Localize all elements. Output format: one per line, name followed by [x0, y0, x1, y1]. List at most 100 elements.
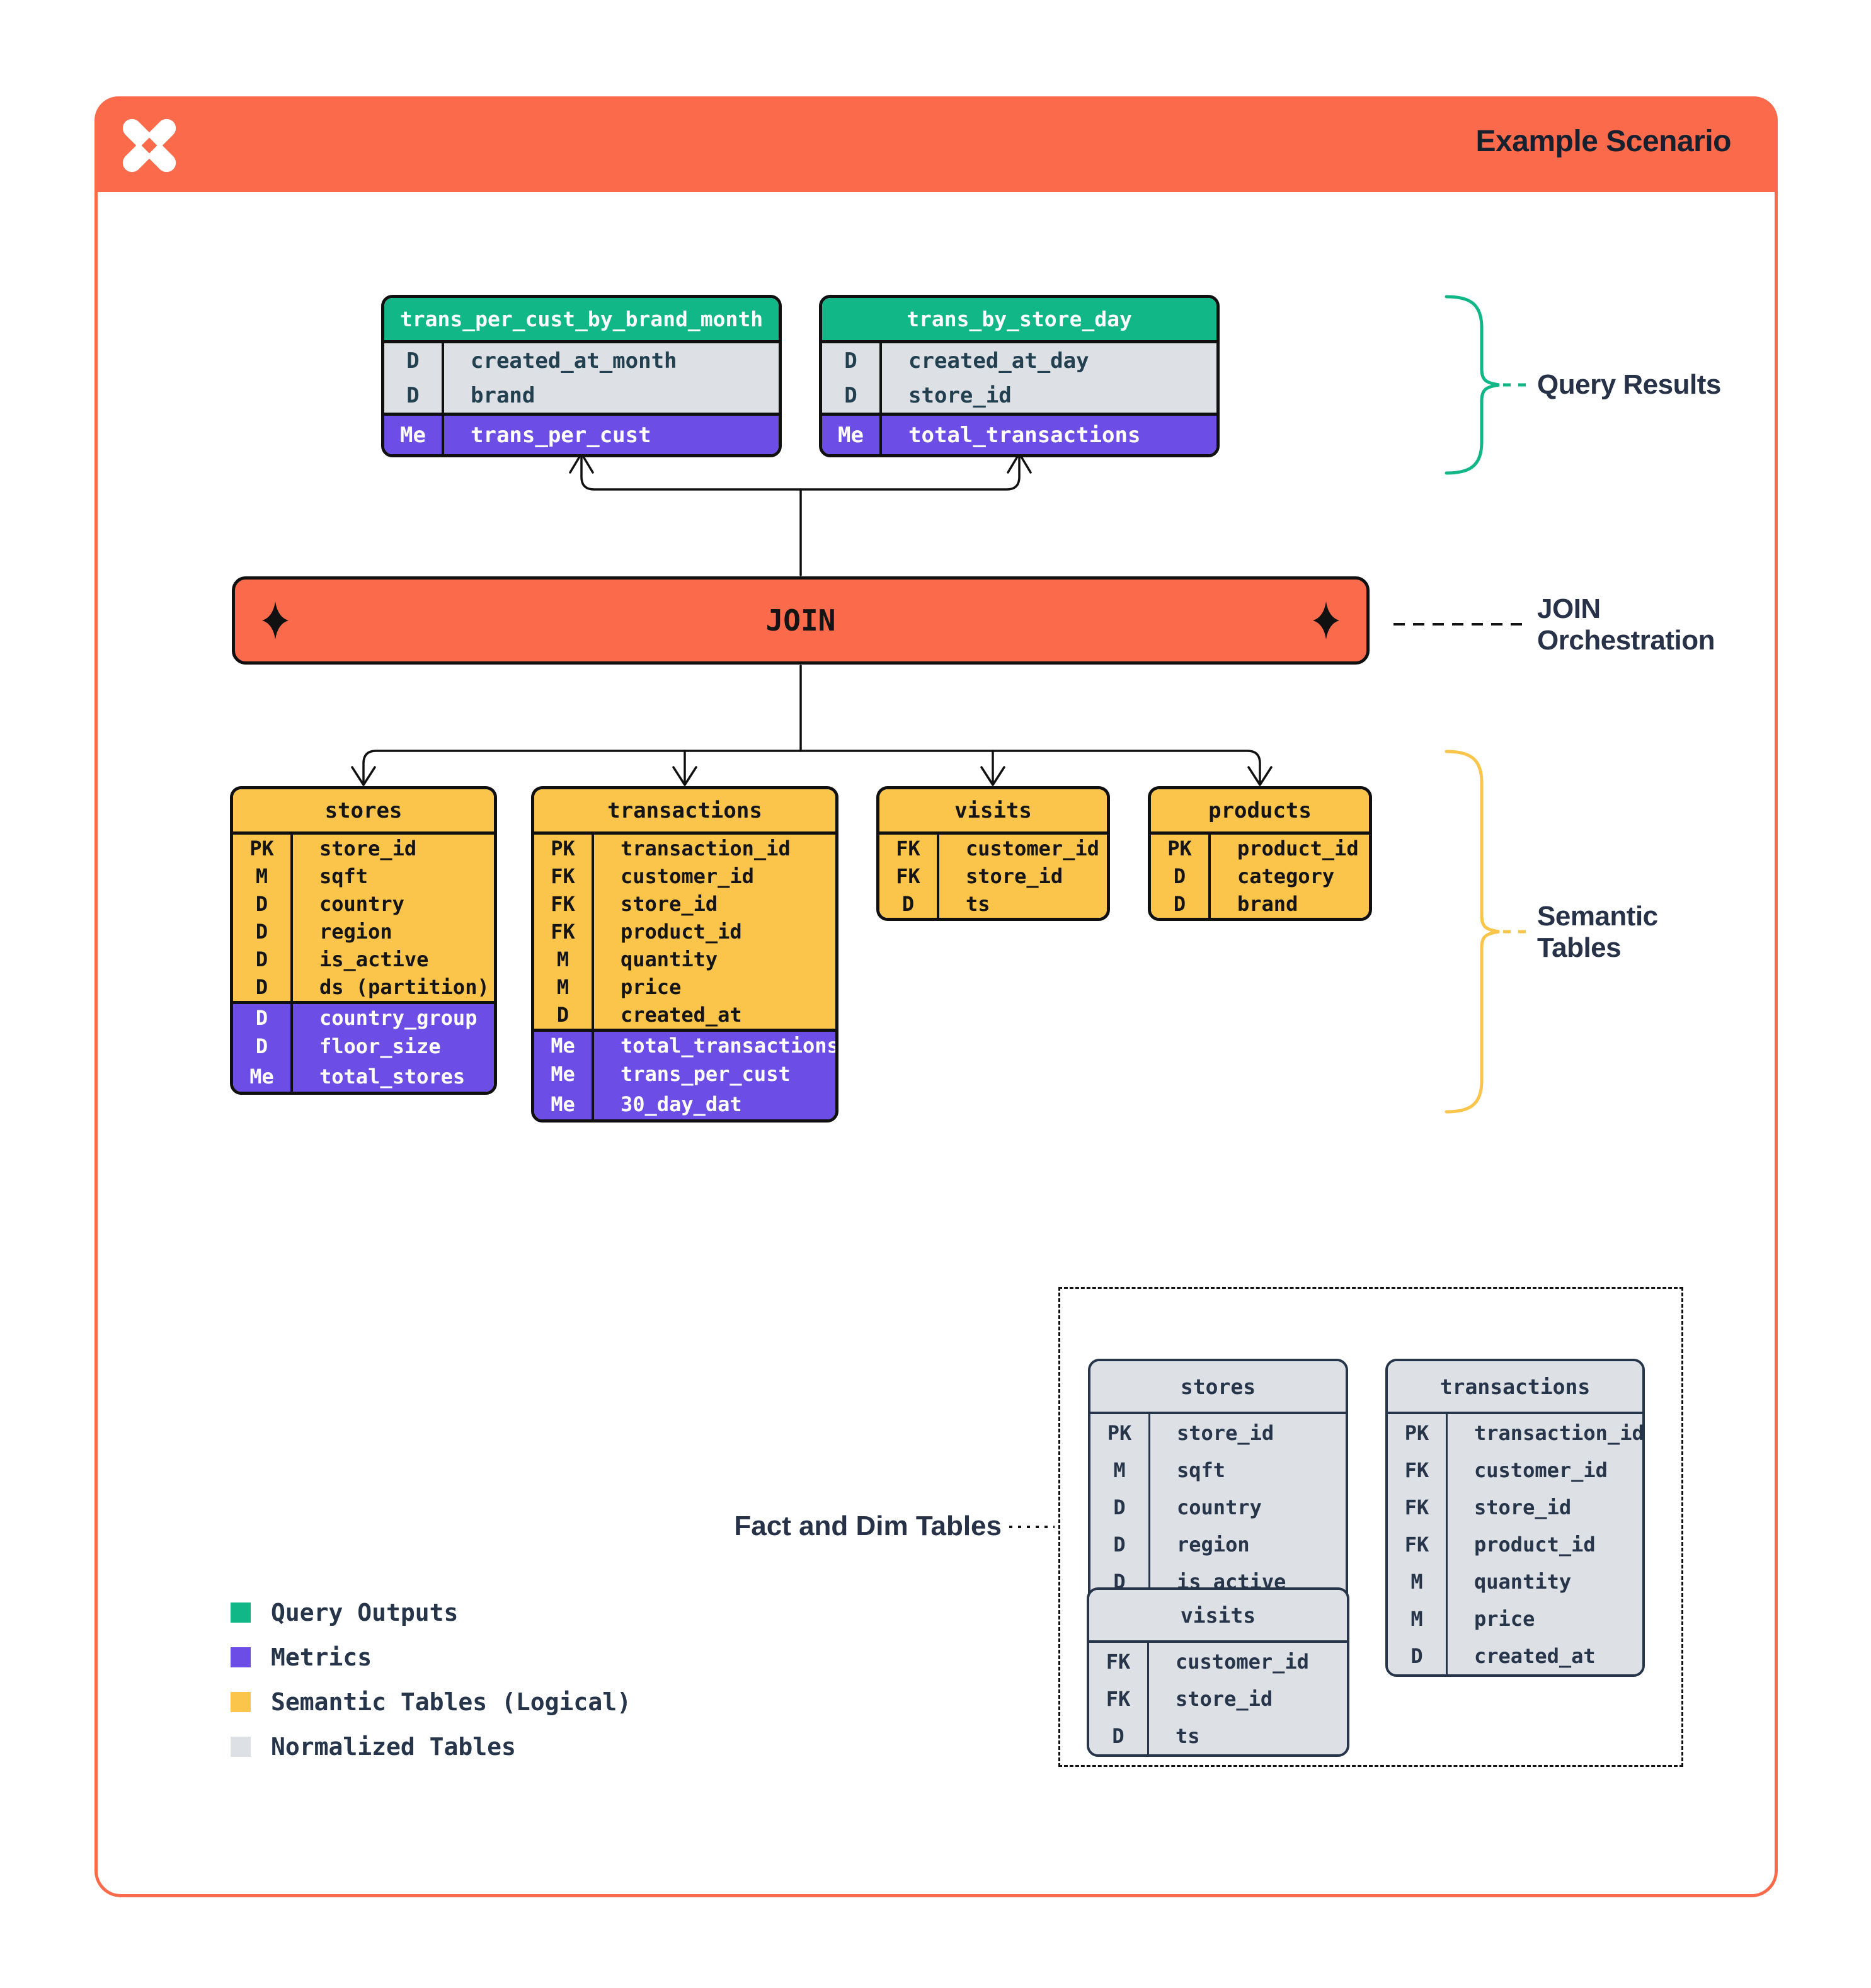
- row-key: D: [1151, 862, 1211, 890]
- row-field: country: [1177, 1495, 1262, 1519]
- row-field: brand: [1237, 892, 1298, 916]
- row-key: D: [233, 890, 293, 918]
- row-key: PK: [1388, 1414, 1448, 1451]
- legend-swatch-icon: [231, 1602, 251, 1623]
- row-field: price: [621, 975, 682, 999]
- table-title: transactions: [534, 789, 835, 835]
- legend-swatch-icon: [231, 1647, 251, 1667]
- table-row: FK customer_id: [1388, 1451, 1642, 1488]
- row-field: country: [319, 892, 404, 916]
- join-bar: JOIN: [232, 576, 1370, 665]
- row-key: FK: [1388, 1451, 1448, 1488]
- row-key: M: [534, 945, 594, 973]
- semantic-tables-line1: Semantic: [1537, 901, 1658, 932]
- row-key: D: [233, 1004, 293, 1031]
- row-field: floor_size: [319, 1034, 441, 1058]
- row-field: customer_id: [1474, 1458, 1608, 1482]
- row-field: customer_id: [966, 837, 1099, 860]
- join-orchestration-line1: JOIN: [1537, 593, 1601, 624]
- row-key: PK: [1151, 835, 1211, 862]
- row-field: country_group: [319, 1005, 478, 1030]
- row-field: store_id: [621, 892, 718, 916]
- row-field: store_id: [319, 837, 417, 860]
- table-row: PK transaction_id: [534, 835, 835, 862]
- legend-label: Semantic Tables (Logical): [271, 1688, 631, 1716]
- row-key: D: [534, 1001, 594, 1029]
- row-key: FK: [534, 890, 594, 918]
- row-field: transaction_id: [621, 837, 791, 860]
- row-field: product_id: [1237, 837, 1359, 860]
- semantic-tables-line2: Tables: [1537, 932, 1622, 963]
- row-key: D: [1089, 1717, 1149, 1754]
- row-field: sqft: [319, 864, 369, 888]
- diamond-icon: [1313, 602, 1339, 639]
- row-key: D: [822, 343, 882, 378]
- row-field: store_id: [1474, 1495, 1572, 1519]
- diamond-icon: [262, 602, 289, 639]
- row-key: D: [1090, 1526, 1150, 1563]
- row-key: M: [1388, 1600, 1448, 1637]
- row-key: D: [384, 378, 444, 413]
- table-title: trans_per_cust_by_brand_month: [384, 298, 779, 343]
- row-key: PK: [1090, 1414, 1150, 1451]
- legend-item: Normalized Tables: [231, 1732, 631, 1761]
- query-results-label: Query Results: [1537, 369, 1721, 400]
- row-field: ds (partition): [319, 975, 489, 999]
- row-key: D: [1388, 1637, 1448, 1674]
- row-field: total_transactions: [621, 1033, 838, 1058]
- row-key: Me: [822, 416, 882, 454]
- row-field: product_id: [1474, 1532, 1596, 1557]
- legend-item: Metrics: [231, 1643, 631, 1671]
- row-key: FK: [1388, 1526, 1448, 1563]
- table-row: FK customer_id: [1089, 1643, 1347, 1680]
- table-row: PK product_id: [1151, 835, 1369, 862]
- table-row: FK product_id: [1388, 1526, 1642, 1563]
- row-key: FK: [1089, 1680, 1149, 1717]
- row-key: D: [879, 890, 939, 918]
- fact-dim-container: [1058, 1287, 1683, 1767]
- legend-label: Normalized Tables: [271, 1732, 516, 1761]
- row-field: customer_id: [1176, 1649, 1309, 1674]
- row-key: Me: [534, 1089, 594, 1119]
- row-field: total_stores: [319, 1065, 466, 1088]
- row-field: ts: [966, 892, 990, 916]
- row-key: M: [233, 862, 293, 890]
- row-field: created_at_month: [471, 348, 677, 374]
- row-field: category: [1237, 864, 1335, 888]
- row-field: store_id: [1177, 1420, 1274, 1445]
- fact-dim-label: Fact and Dim Tables: [734, 1511, 1002, 1541]
- legend-swatch-icon: [231, 1691, 251, 1712]
- row-key: PK: [534, 835, 594, 862]
- row-key: FK: [1089, 1643, 1149, 1680]
- row-field: transaction_id: [1474, 1420, 1644, 1445]
- row-key: D: [233, 918, 293, 945]
- row-field: total_transactions: [908, 422, 1141, 448]
